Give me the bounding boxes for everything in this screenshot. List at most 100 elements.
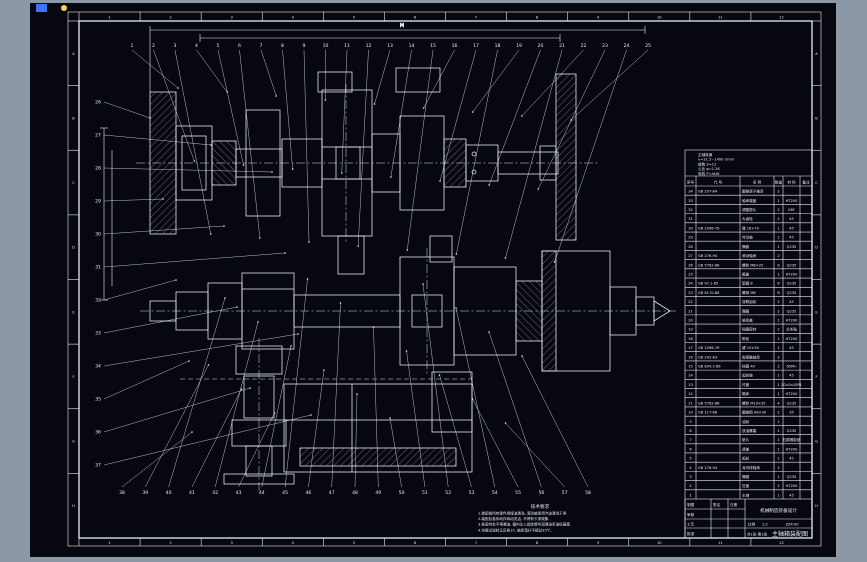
leader-dot bbox=[373, 103, 376, 105]
parts-list-cell: GB 5782-86 bbox=[698, 401, 720, 405]
zone-number: 12 bbox=[779, 541, 784, 545]
title-block-process-label: 工艺 bbox=[687, 522, 695, 527]
leader-dot bbox=[284, 252, 286, 254]
leader-dot bbox=[188, 360, 190, 362]
leader-line bbox=[239, 49, 261, 239]
leader-line bbox=[168, 297, 226, 488]
parts-list-cell: Q235 bbox=[787, 429, 797, 433]
balloon-number: 28 bbox=[95, 166, 101, 172]
balloon-number: 40 bbox=[166, 490, 172, 496]
parts-list-cell: 调整垫片 bbox=[742, 207, 757, 212]
balloon-number: 16 bbox=[452, 43, 458, 49]
leader-dot bbox=[390, 176, 392, 178]
parts-list-cell: 6 bbox=[777, 263, 780, 267]
balloon-number: 58 bbox=[585, 490, 591, 496]
balloon-number: 23 bbox=[602, 43, 608, 49]
drawing-canvas[interactable] bbox=[30, 3, 836, 557]
balloon-number: 8 bbox=[281, 43, 284, 49]
parts-list-cell: 传动轴 bbox=[742, 235, 753, 240]
balloon-number: 11 bbox=[344, 43, 350, 49]
title-block-drawing-title: 主轴箱装配图 bbox=[772, 530, 808, 538]
title-block-drawn-label: 制图 bbox=[687, 502, 695, 507]
parts-list-cell: GB 1096-79 bbox=[698, 226, 720, 230]
zone-number: 3 bbox=[231, 541, 233, 545]
parts-list-cell: 带轮 bbox=[742, 336, 750, 341]
parts-list-cell: 2 bbox=[777, 411, 779, 415]
balloon-number: 37 bbox=[95, 463, 101, 469]
leader-line bbox=[570, 49, 649, 121]
balloon-number: 52 bbox=[445, 490, 451, 496]
leader-line bbox=[390, 49, 412, 178]
parts-list-cell: 3 bbox=[689, 475, 691, 479]
spec-line: 主轴转速 bbox=[698, 152, 713, 157]
leader-dot bbox=[537, 188, 540, 190]
balloon-number: 34 bbox=[95, 364, 101, 370]
parts-list-cell: 衬套 bbox=[742, 382, 750, 387]
leader-dot bbox=[193, 160, 196, 162]
parts-list-cell: 33 bbox=[688, 199, 693, 203]
title-block-company: 机械制造装备设计 bbox=[760, 507, 797, 514]
parts-list-cell: 螺栓 M10×35 bbox=[742, 400, 766, 405]
parts-list-cell: 1 bbox=[777, 236, 779, 240]
parts-list-cell: 1 bbox=[777, 438, 779, 442]
title-block: 制图 审核 工艺 批准 签名 日期 机械制造装备设计 比例 1:2 ZZX-00… bbox=[684, 498, 813, 539]
leader-dot bbox=[223, 225, 225, 227]
parts-list-cell: 1 bbox=[777, 447, 779, 451]
leader-dot bbox=[488, 331, 490, 333]
zone-letter: H bbox=[72, 504, 75, 508]
parts-list-cell: 15 bbox=[688, 365, 693, 369]
notes-line: 4.空载试运转正反各1h, 轴承温升不超过35℃. bbox=[478, 527, 552, 532]
spec-line: 级数 Z=12 bbox=[698, 161, 716, 166]
window-icon-yellow[interactable] bbox=[61, 5, 67, 11]
leader-dot bbox=[257, 321, 259, 323]
balloon-number: 2 bbox=[152, 43, 155, 49]
balloon-number: 33 bbox=[95, 331, 101, 337]
balloon-number: 44 bbox=[259, 490, 265, 496]
balloon-number: 42 bbox=[212, 490, 218, 496]
zone-number: 9 bbox=[597, 16, 600, 20]
parts-list-cell: HT200 bbox=[786, 484, 798, 488]
leader-line bbox=[472, 49, 520, 113]
parts-list-cell: 主轴 bbox=[742, 492, 750, 497]
leader-dot bbox=[521, 355, 523, 357]
parts-list-cell: HT200 bbox=[786, 272, 798, 276]
leader-line bbox=[103, 387, 251, 433]
parts-list-cell: 羊毛毡 bbox=[786, 327, 797, 332]
leader-line bbox=[521, 355, 589, 488]
leader-line bbox=[407, 49, 434, 251]
parts-list-cell: 压盖 bbox=[742, 483, 750, 488]
parts-list-cell: 65Mn bbox=[787, 365, 797, 369]
title-block-signature-label: 签名 bbox=[713, 502, 721, 507]
parts-list-cell: 45 bbox=[789, 236, 794, 240]
balloon-number: 20 bbox=[538, 43, 544, 49]
parts-list-cell: 27 bbox=[688, 254, 693, 258]
balloon-number: 24 bbox=[624, 43, 630, 49]
window-icon-blue[interactable] bbox=[36, 4, 47, 12]
parts-list-cell: HT200 bbox=[786, 392, 798, 396]
parts-list-cell: 箱盖 bbox=[742, 271, 750, 276]
leader-line bbox=[238, 412, 275, 488]
parts-list-cell: 1 bbox=[777, 226, 779, 230]
parts-list-cell: 1 bbox=[777, 300, 779, 304]
zone-number: 10 bbox=[657, 541, 662, 545]
zone-letter: G bbox=[72, 440, 75, 444]
parts-list-cell: 垫圈 8 bbox=[742, 281, 753, 286]
parts-list-cell: 10 bbox=[688, 411, 693, 415]
zone-letter: E bbox=[72, 310, 75, 314]
zone-letter: D bbox=[815, 246, 818, 250]
leader-dot bbox=[224, 297, 226, 299]
zone-letter: F bbox=[815, 375, 817, 379]
balloon-number: 53 bbox=[469, 490, 475, 496]
zone-number: 4 bbox=[292, 16, 295, 20]
zone-number: 5 bbox=[353, 16, 355, 20]
parts-list-cell: GB 292-83 bbox=[698, 355, 717, 359]
parts-list-cell: 45 bbox=[789, 457, 794, 461]
parts-list-cell: 6 bbox=[777, 291, 780, 295]
parts-list-cell: 30 bbox=[688, 226, 693, 230]
balloon-number: 48 bbox=[352, 490, 358, 496]
parts-list-cell: 35 bbox=[789, 411, 794, 415]
parts-list-cell: 2 bbox=[689, 484, 691, 488]
leader-dot bbox=[271, 171, 273, 173]
parts-list-cell: 1 bbox=[777, 374, 779, 378]
